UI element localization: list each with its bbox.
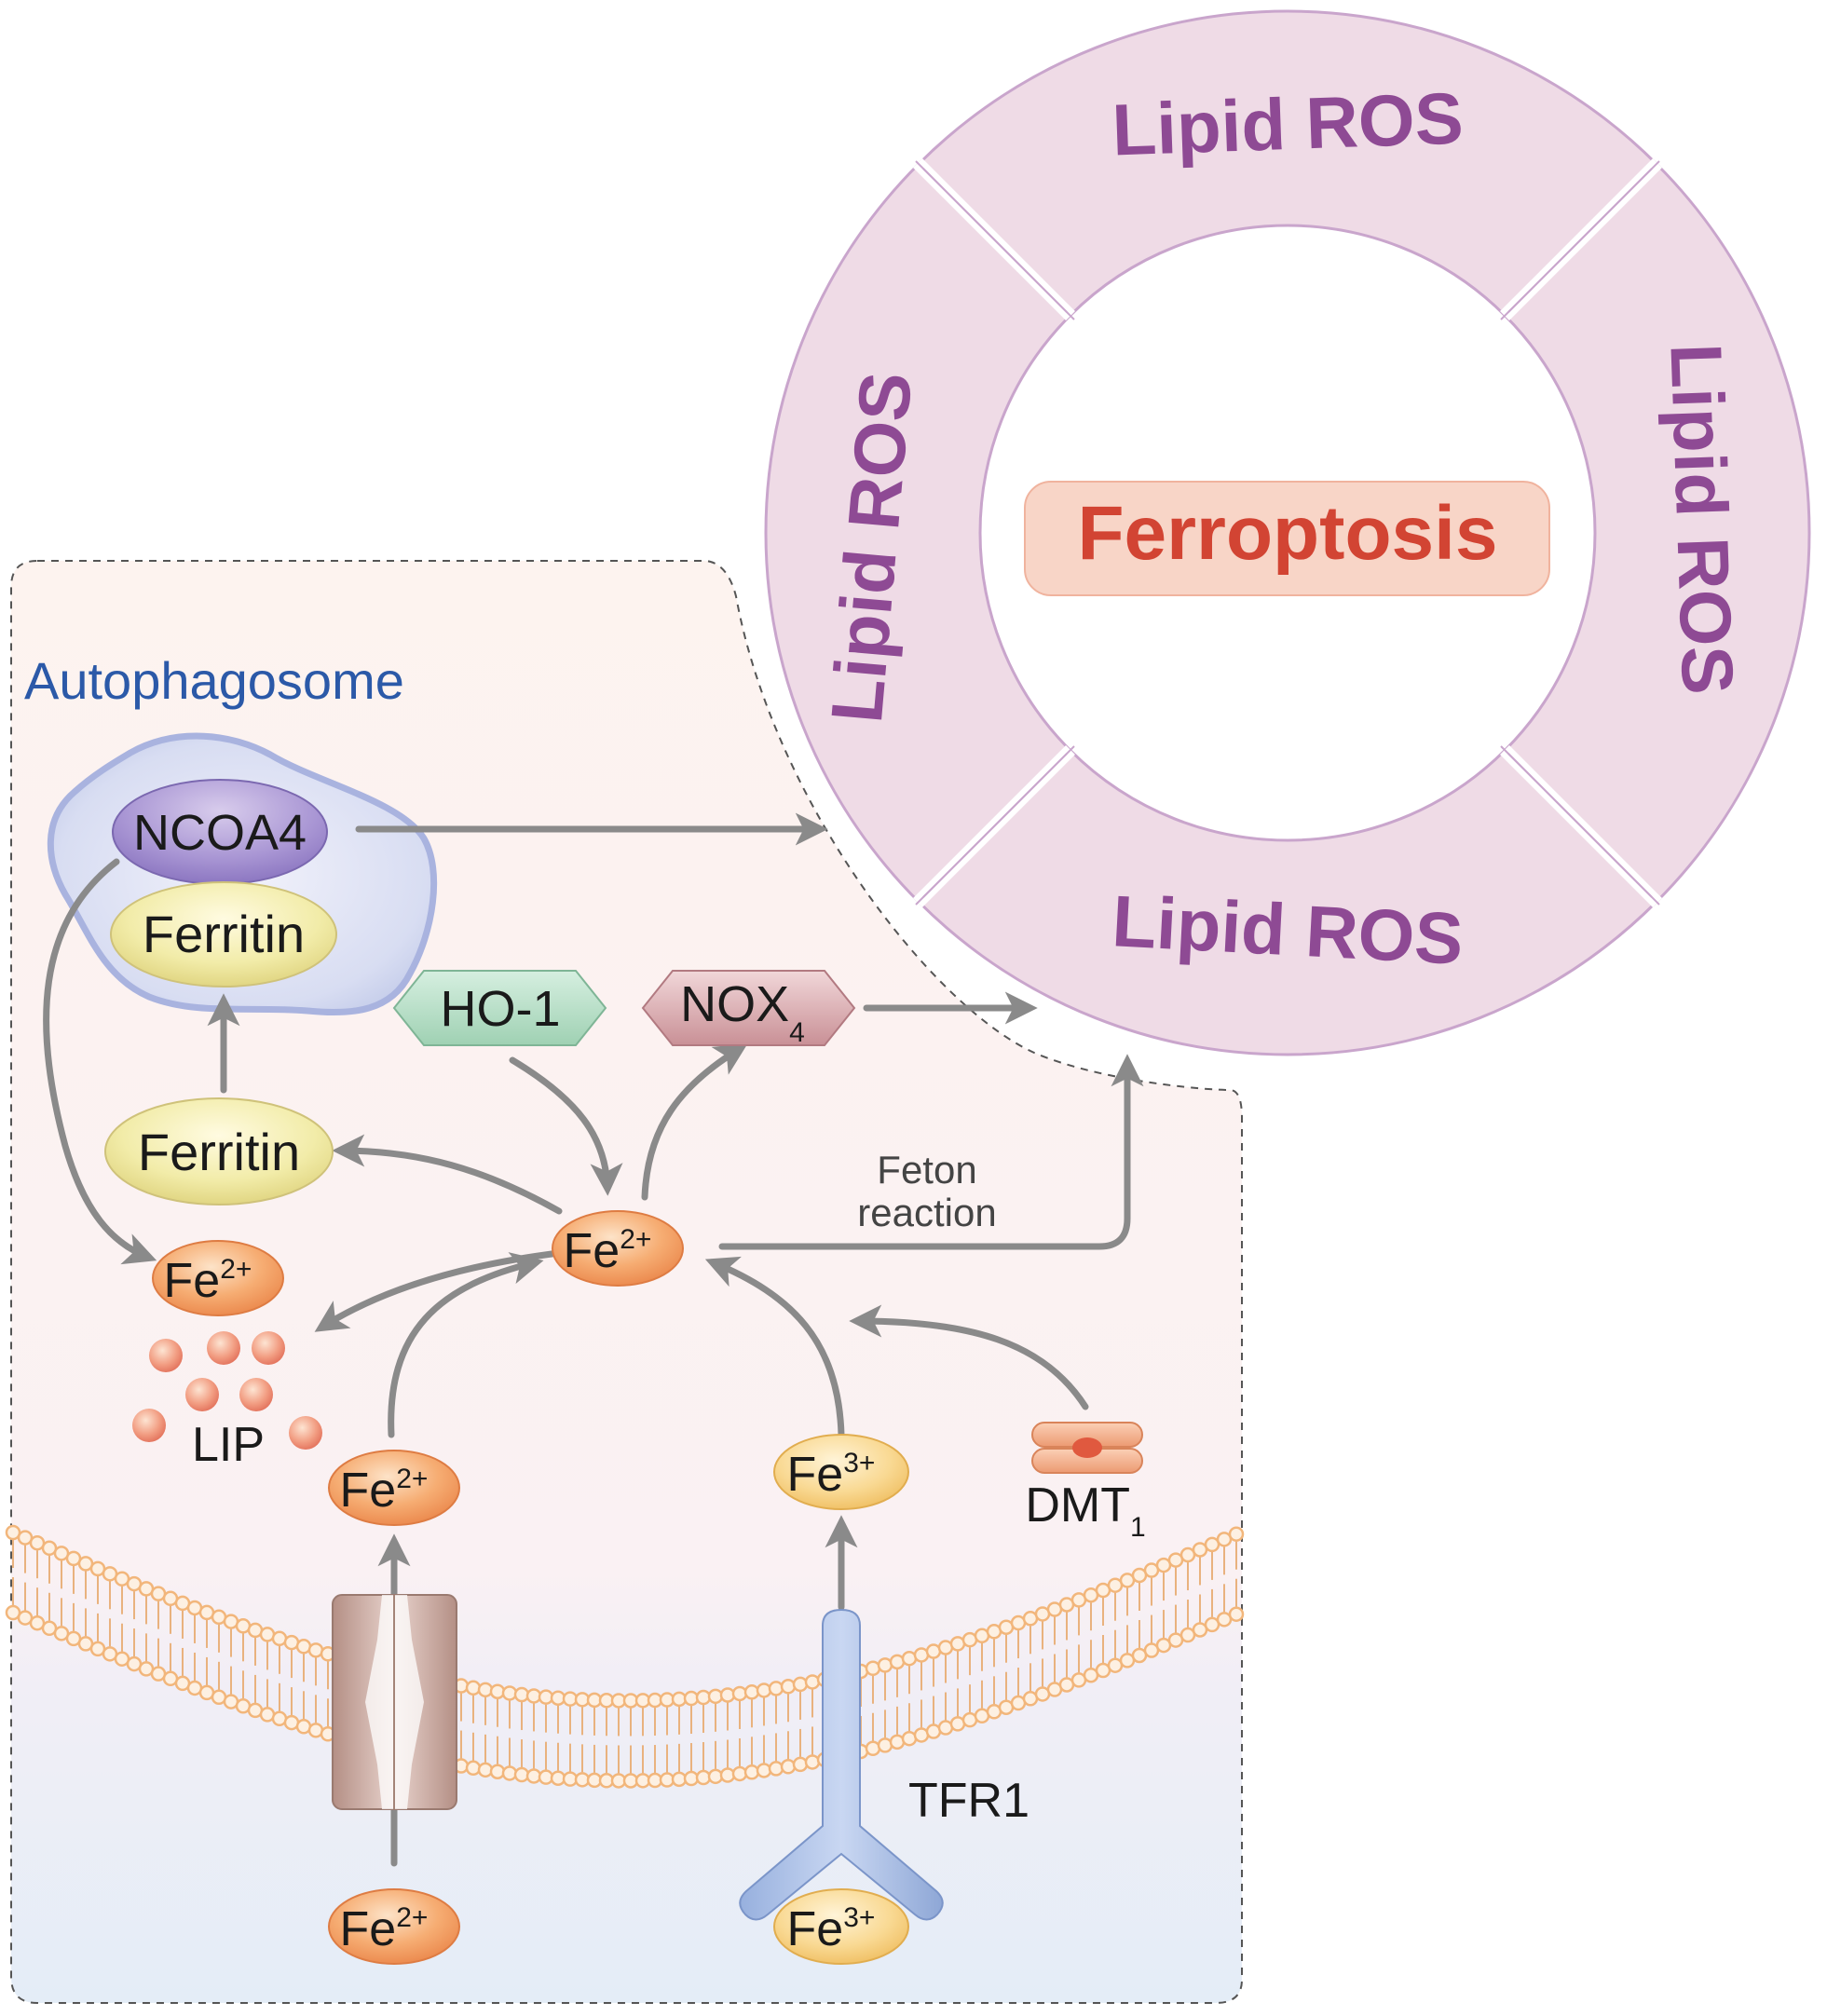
lipid-head: [792, 1756, 809, 1773]
fe2-imported-node: Fe2+: [328, 1450, 460, 1526]
fe2-extracellular-node: Fe2+: [328, 1888, 460, 1965]
fe3-extracellular-node: Fe3+: [773, 1888, 909, 1965]
lipid-head: [804, 1674, 821, 1690]
arrow-dmt1-to-fe: [849, 1304, 1089, 1410]
lipid-head: [1228, 1526, 1245, 1542]
labile-iron-pool: LIP: [132, 1331, 322, 1472]
lipid-head: [756, 1763, 772, 1778]
ferroptosis-badge: Ferroptosis: [1024, 481, 1550, 596]
fe2-central-node: Fe2+: [552, 1210, 684, 1287]
fe2-central-label: Fe2+: [564, 1224, 652, 1278]
fe2-imported-label: Fe2+: [340, 1464, 429, 1518]
lipid-head: [768, 1761, 784, 1777]
lipid-head: [477, 1682, 494, 1698]
lipid-head: [1228, 1606, 1245, 1622]
ring-label-right: Lipid ROS: [1655, 342, 1749, 696]
fe2-extracellular-label: Fe2+: [340, 1902, 429, 1956]
ring-label-bottom: Lipid ROS: [1111, 879, 1466, 980]
arrow-ho1-to-fe2: [509, 1056, 623, 1196]
arrow-fe3-to-fe2: [704, 1256, 845, 1438]
fe2-released-node: Fe2+: [152, 1240, 284, 1316]
lipid-head: [501, 1685, 518, 1701]
ferroptosis-label: Ferroptosis: [1077, 491, 1497, 576]
ferritin-autophagosome-label: Ferritin: [143, 905, 305, 963]
fe3-internalized-node: Fe3+: [773, 1434, 909, 1510]
ferritin-autophagosome-node: Ferritin: [110, 881, 337, 988]
lipid-head: [477, 1762, 494, 1778]
nox4-label: NOX4: [680, 976, 805, 1048]
fe3-extracellular-label: Fe3+: [787, 1902, 876, 1956]
dmt1-label: DMT1: [1025, 1478, 1145, 1543]
tfr1-label: TFR1: [908, 1774, 1029, 1828]
ncoa4-label: NCOA4: [133, 805, 307, 861]
lipid-head: [743, 1684, 760, 1700]
lipid-head: [804, 1754, 821, 1770]
autophagosome-label: Autophagosome: [24, 651, 404, 710]
dmt1-node: DMT1: [1025, 1422, 1146, 1543]
lipid-head: [756, 1682, 772, 1698]
lipid-head: [792, 1676, 809, 1693]
arrow-ncoa4-to-fe2: [43, 858, 157, 1265]
arrow-fe2-to-nox4: [641, 1043, 748, 1201]
ho1-label: HO-1: [440, 981, 560, 1037]
tfr1-receptor: TFR1: [739, 1608, 1029, 1921]
arrow-fe2-to-ferritin: [332, 1134, 563, 1215]
lipid-head: [489, 1683, 506, 1699]
fe3-internalized-label: Fe3+: [787, 1448, 876, 1502]
fenton-label-line2: reaction: [857, 1191, 996, 1234]
lipid-head: [780, 1759, 797, 1775]
ferritin-cytosol-node: Ferritin: [104, 1097, 334, 1206]
lipid-head: [489, 1764, 506, 1779]
nox4-subscript: 4: [789, 1017, 805, 1048]
lipid-head: [731, 1765, 748, 1782]
lipid-head: [501, 1765, 518, 1781]
nox4-base: NOX: [680, 976, 789, 1032]
lipid-head: [743, 1764, 760, 1780]
arrow-membrane-fe2-to-fe2: [388, 1252, 544, 1438]
ring-label-top: Lipid ROS: [1111, 76, 1465, 170]
lipid-head: [731, 1685, 748, 1702]
ncoa4-node: NCOA4: [112, 779, 328, 885]
fenton-label-line1: Feton: [877, 1148, 976, 1192]
arrow-fenton: [718, 1054, 1144, 1250]
fe2-released-label: Fe2+: [164, 1254, 252, 1308]
lipid-head: [465, 1760, 482, 1777]
lipid-head: [768, 1681, 784, 1696]
lip-label: LIP: [192, 1418, 265, 1472]
iron-channel: [332, 1594, 457, 1810]
nox4-node: NOX4: [641, 970, 856, 1048]
lipid-head: [465, 1680, 482, 1696]
ferritin-cytosol-label: Ferritin: [138, 1123, 300, 1181]
lipid-head: [780, 1679, 797, 1695]
ho1-node: HO-1: [392, 970, 607, 1046]
